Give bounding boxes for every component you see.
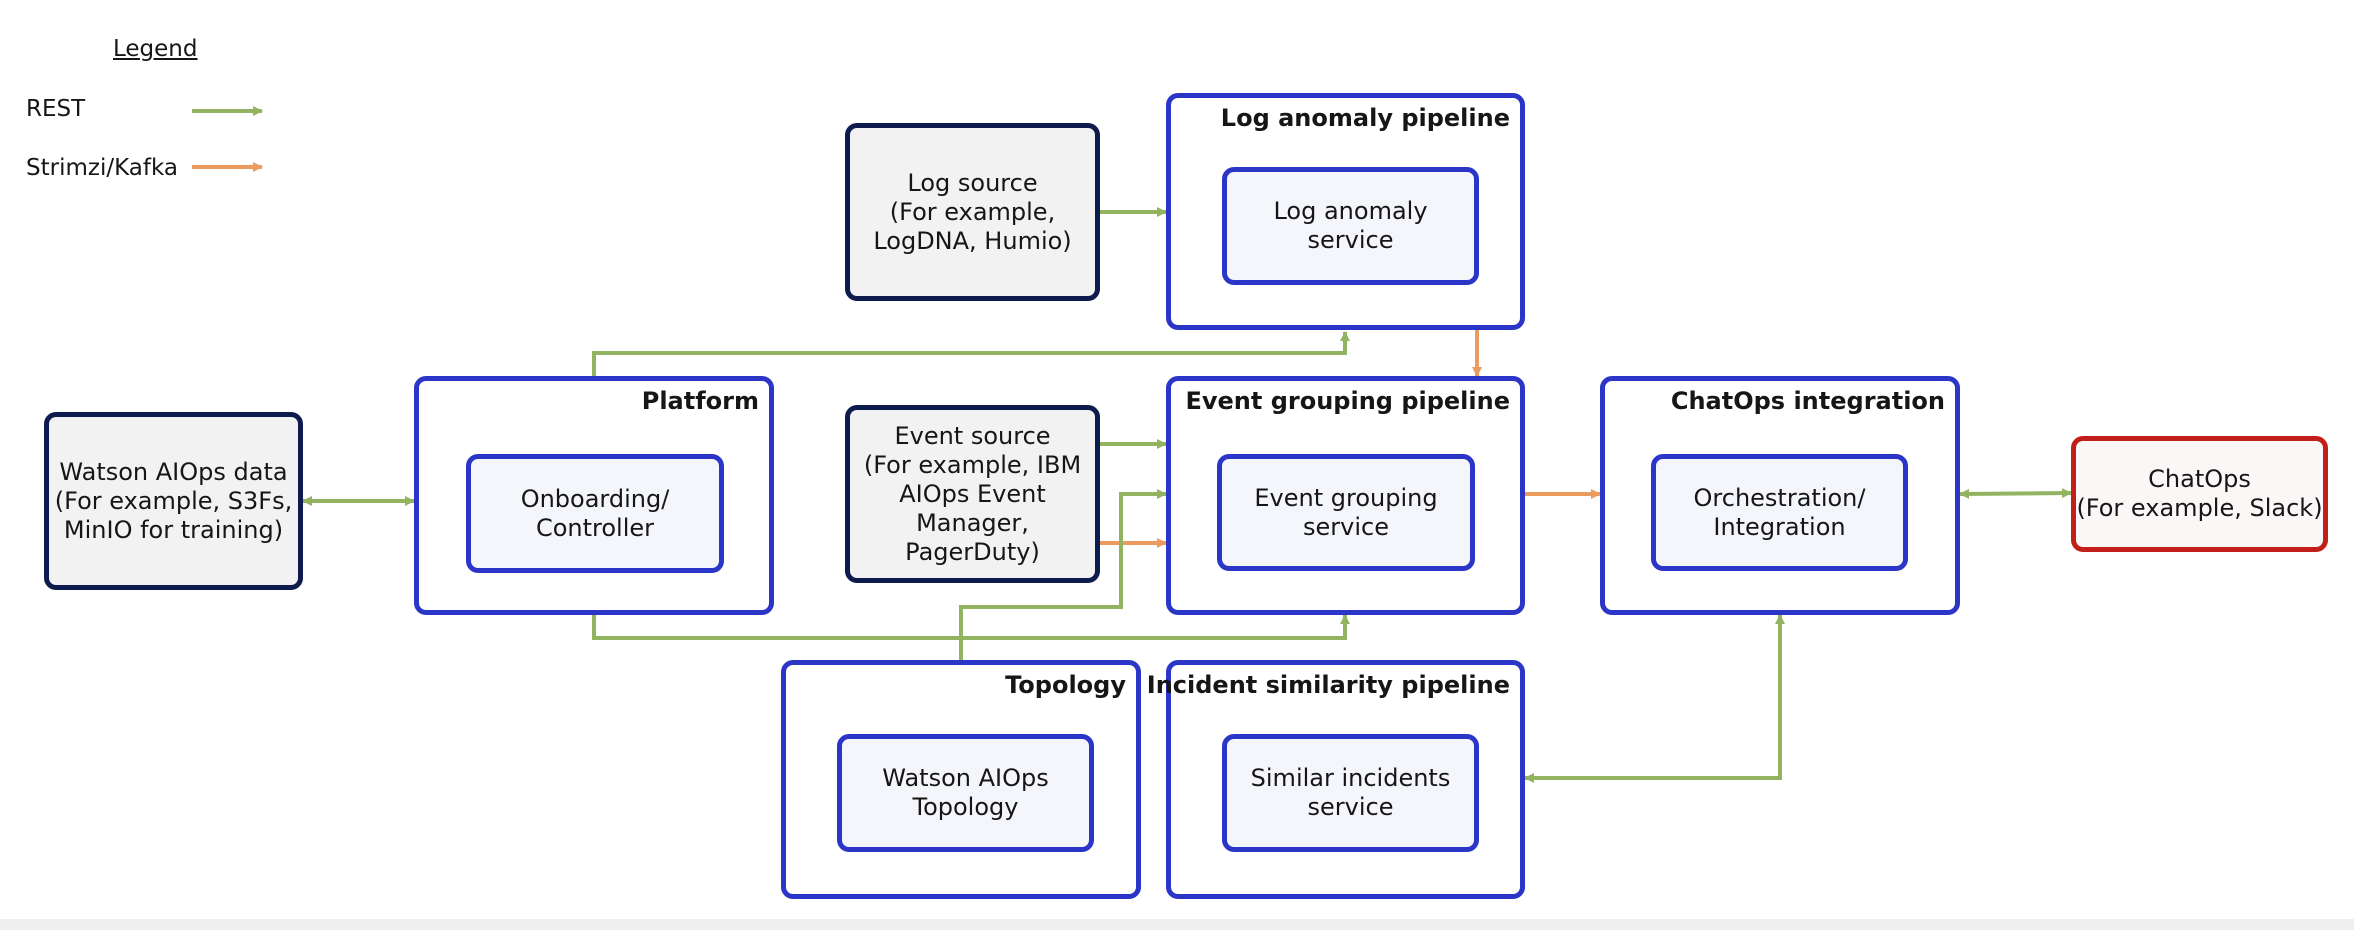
- watson-aiops-topology-label: Watson AIOps Topology: [882, 764, 1049, 821]
- chatops-integration-title: ChatOps integration: [1670, 387, 1945, 415]
- incident-similarity-pipeline-title: Incident similarity pipeline: [1146, 671, 1510, 699]
- log-anomaly-service-label: Log anomaly service: [1273, 197, 1428, 254]
- orchestration-integration-label: Orchestration/ Integration: [1693, 483, 1866, 541]
- event-grouping-service[interactable]: Event grouping service: [1217, 454, 1475, 571]
- similar-incidents-service-label: Similar incidents service: [1250, 764, 1451, 821]
- orchestration-integration-service[interactable]: Orchestration/ Integration: [1651, 454, 1908, 571]
- legend-title: Legend: [113, 36, 198, 62]
- watson-aiops-data-node[interactable]: Watson AIOps data (For example, S3Fs, Mi…: [44, 412, 303, 590]
- log-source-node[interactable]: Log source (For example, LogDNA, Humio): [845, 123, 1100, 301]
- watson-aiops-topology-service[interactable]: Watson AIOps Topology: [837, 734, 1094, 852]
- incident-similarity-chatops-arrow: [1524, 614, 1785, 783]
- onboarding-controller-label: Onboarding/ Controller: [520, 484, 670, 542]
- chatops-node[interactable]: ChatOps (For example, Slack): [2071, 436, 2328, 552]
- event-grouping-pipeline-title: Event grouping pipeline: [1185, 387, 1510, 415]
- event-source-label: Event source (For example, IBM AIOps Eve…: [863, 421, 1082, 566]
- platform-to-log-anomaly-arrow: [592, 331, 1350, 376]
- bottom-scroll-strip: [0, 919, 2354, 930]
- topology-title: Topology: [1005, 671, 1126, 699]
- similar-incidents-service[interactable]: Similar incidents service: [1222, 734, 1479, 852]
- chatops-integration-chatops-arrow: [1959, 488, 2072, 499]
- topology-to-event-grouping-arrow: [959, 489, 1167, 660]
- event-source-node[interactable]: Event source (For example, IBM AIOps Eve…: [845, 405, 1100, 583]
- platform-to-event-grouping-arrow: [592, 614, 1350, 640]
- legend-kafka-label: Strimzi/Kafka: [26, 155, 178, 181]
- log-source-label: Log source (For example, LogDNA, Humio): [873, 168, 1072, 255]
- platform-title: Platform: [641, 387, 759, 415]
- legend-rest-label: REST: [26, 96, 86, 122]
- log-anomaly-pipeline-title: Log anomaly pipeline: [1220, 104, 1510, 132]
- log-anomaly-service[interactable]: Log anomaly service: [1222, 167, 1479, 285]
- onboarding-controller-service[interactable]: Onboarding/ Controller: [466, 454, 724, 573]
- watson-aiops-data-label: Watson AIOps data (For example, S3Fs, Mi…: [54, 457, 293, 544]
- event-grouping-service-label: Event grouping service: [1254, 483, 1438, 541]
- chatops-label: ChatOps (For example, Slack): [2076, 465, 2323, 522]
